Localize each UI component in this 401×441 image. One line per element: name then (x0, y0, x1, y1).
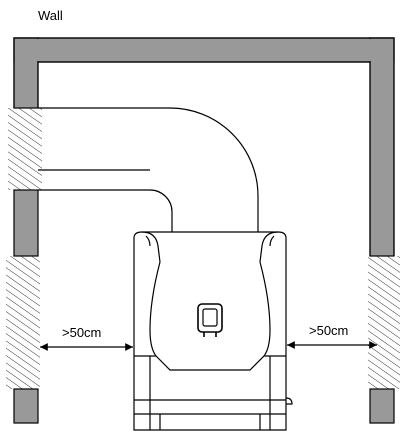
clearance-right-label: >50cm (309, 323, 349, 338)
wall-openings (6, 108, 400, 389)
wall-label: Wall (38, 8, 63, 23)
wall (13, 37, 395, 424)
display-icon (197, 303, 223, 337)
double-arrow-icon (40, 341, 377, 351)
appliance (133, 231, 293, 431)
clearance-left-label: >50cm (62, 325, 102, 340)
air-ducts (38, 107, 259, 234)
